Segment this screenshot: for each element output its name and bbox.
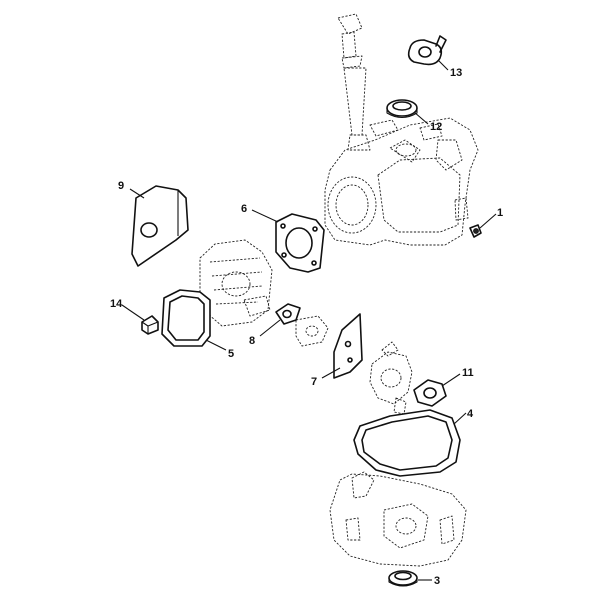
part-11-gasket (413, 379, 447, 407)
callout-4: 4 (467, 408, 474, 420)
callout-1: 1 (497, 207, 503, 219)
part-1-plug (469, 224, 482, 238)
part-4-sump-gasket (353, 409, 461, 477)
callout-14: 14 (110, 298, 123, 310)
callout-13: 13 (450, 67, 462, 79)
part-7-plate (333, 313, 363, 379)
part-13-gasket (407, 35, 447, 66)
cylinder-head (199, 239, 329, 347)
callout-11: 11 (462, 367, 474, 379)
callout-12: 12 (430, 121, 442, 133)
leader-lines (121, 59, 497, 581)
callout-3: 3 (434, 575, 440, 587)
callout-labels: 1 3 4 5 6 7 8 9 11 12 13 14 (110, 67, 503, 587)
engine-crankcase (324, 117, 479, 246)
callout-5: 5 (228, 348, 234, 360)
part-9-shield (131, 185, 189, 267)
part-8-gasket (275, 303, 301, 325)
callout-6: 6 (241, 203, 247, 215)
part-12-oil-seal (386, 99, 418, 119)
callout-8: 8 (249, 335, 255, 347)
dipstick-tube (337, 13, 371, 151)
part-3-oil-seal (388, 570, 418, 587)
callout-9: 9 (118, 180, 124, 192)
callout-7: 7 (311, 376, 317, 388)
part-6-head-gasket (275, 213, 325, 273)
part-14-nut (141, 315, 159, 335)
part-5-gasket (161, 289, 211, 347)
engine-sump (329, 471, 467, 567)
carburetor (369, 341, 413, 415)
